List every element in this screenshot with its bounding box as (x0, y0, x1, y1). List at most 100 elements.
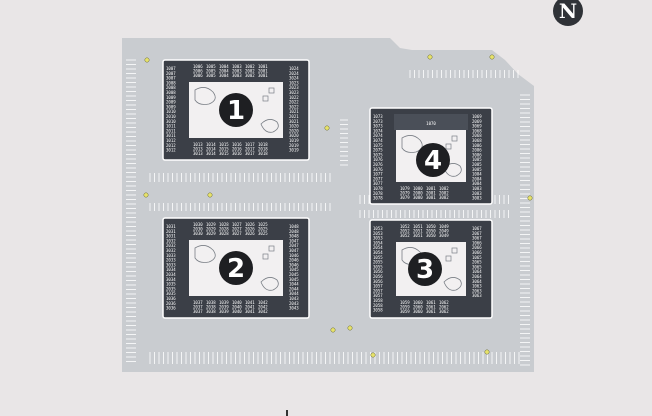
unit-label: 2069 (472, 119, 482, 124)
unit-label: 3064 (472, 279, 482, 284)
unit-label: 1057 (373, 284, 383, 289)
unit-label: 3032 (166, 248, 176, 253)
unit-label: 1002 (245, 64, 255, 69)
unit-label: 3075 (373, 152, 383, 157)
unit-label: 2073 (373, 119, 383, 124)
unit-label: 3014 (206, 151, 216, 156)
unit-label: 3001 (258, 73, 268, 78)
unit-label: 3051 (413, 233, 423, 238)
unit-label: 2025 (258, 227, 268, 232)
unit-label: 2085 (472, 162, 482, 167)
unit-label: 1083 (472, 186, 482, 191)
unit-label: 2012 (166, 143, 176, 148)
unit-label: 2009 (166, 100, 176, 105)
unit-label: 3003 (232, 73, 242, 78)
unit-label: 2057 (373, 288, 383, 293)
unit-label: 2052 (400, 229, 410, 234)
parking-stalls (126, 59, 530, 366)
unit-label: 3008 (166, 90, 176, 95)
unit-label: 1035 (166, 282, 176, 287)
buildings: 1007200730071008200830081009200930091010… (162, 59, 493, 319)
unit-label: 3056 (373, 279, 383, 284)
unit-label: 1031 (166, 224, 176, 229)
unit-label: 2033 (166, 258, 176, 263)
unit-label: 1063 (472, 284, 482, 289)
unit-label: 1009 (166, 95, 176, 100)
building-number: 1 (227, 96, 245, 126)
unit-label: 3040 (232, 309, 242, 314)
unit-label: 2022 (289, 100, 299, 105)
unit-label: 1017 (245, 142, 255, 147)
unit-label: 1024 (289, 66, 299, 71)
unit-label: 1054 (373, 240, 383, 245)
unit-label: 3079 (400, 195, 410, 200)
unit-label: 1075 (373, 143, 383, 148)
unit-label: 1048 (289, 224, 299, 229)
unit-label: 2032 (166, 243, 176, 248)
unit-label: 3078 (373, 196, 383, 201)
unit-label: 2075 (373, 148, 383, 153)
unit-label: 2030 (193, 227, 203, 232)
unit-label: 2078 (373, 191, 383, 196)
unit-label: 1040 (232, 300, 242, 305)
building-number-badge (219, 251, 253, 285)
unit-label: 3022 (289, 104, 299, 109)
unit-label: 3017 (245, 151, 255, 156)
unit-label: 3030 (193, 231, 203, 236)
unit-label: 3057 (373, 293, 383, 298)
unit-label: 2006 (193, 69, 203, 74)
unit-label: 2082 (439, 191, 449, 196)
unit-label: 3063 (472, 293, 482, 298)
light-poles (143, 54, 533, 358)
unit-label: 2074 (373, 133, 383, 138)
building-1[interactable]: 1007200730071008200830081009200930091010… (162, 59, 310, 161)
unit-label: 1064 (472, 269, 482, 274)
unit-label: 2002 (245, 69, 255, 74)
unit-label: 3044 (289, 291, 299, 296)
unit-label: 2066 (472, 245, 482, 250)
unit-label: 1007 (166, 66, 176, 71)
unit-label: 1020 (289, 124, 299, 129)
unit-label: 2003 (232, 69, 242, 74)
building-number: 3 (416, 255, 434, 285)
unit-label: 3074 (373, 138, 383, 143)
unit-label: 2015 (219, 147, 229, 152)
unit-label: 2048 (289, 229, 299, 234)
unit-label: 3029 (206, 231, 216, 236)
unit-label: 3049 (439, 233, 449, 238)
building-2[interactable]: 1031203130311032203230321033203330331034… (162, 217, 310, 319)
building-4[interactable]: 1073207330731074207430741075207530751076… (369, 107, 493, 205)
unit-label: 3053 (373, 236, 383, 241)
unit-label: 3005 (206, 73, 216, 78)
unit-label: 1052 (400, 224, 410, 229)
unit-label: 2020 (289, 128, 299, 133)
unit-label: 2019 (289, 143, 299, 148)
unit-label: 3037 (193, 309, 203, 314)
unit-label: 2053 (373, 231, 383, 236)
unit-label: 2058 (373, 303, 383, 308)
unit-label: 1067 (472, 226, 482, 231)
unit-label: 3006 (193, 73, 203, 78)
unit-label: 3038 (206, 309, 216, 314)
unit-label: 1080 (413, 186, 423, 191)
unit-label: 3036 (166, 306, 176, 311)
unit-label: 3062 (439, 309, 449, 314)
unit-label: 3059 (400, 309, 410, 314)
unit-label: 3080 (413, 195, 423, 200)
unit-label: 3082 (439, 195, 449, 200)
unit-label: 3028 (219, 231, 229, 236)
unit-label: 3011 (166, 133, 176, 138)
unit-label: 1049 (439, 224, 449, 229)
unit-label: 2065 (472, 260, 482, 265)
unit-label: 2083 (472, 191, 482, 196)
unit-label: 2045 (289, 272, 299, 277)
leasing-unit-label: 1070 (426, 121, 436, 126)
unit-label: 1026 (245, 222, 255, 227)
unit-label: 1010 (166, 109, 176, 114)
entrance-marker (286, 410, 288, 416)
unit-label: 2016 (232, 147, 242, 152)
unit-label: 3043 (289, 306, 299, 311)
building-3[interactable]: 1053205330531054205430541055205530551056… (369, 219, 493, 319)
building-number: 2 (227, 254, 245, 284)
